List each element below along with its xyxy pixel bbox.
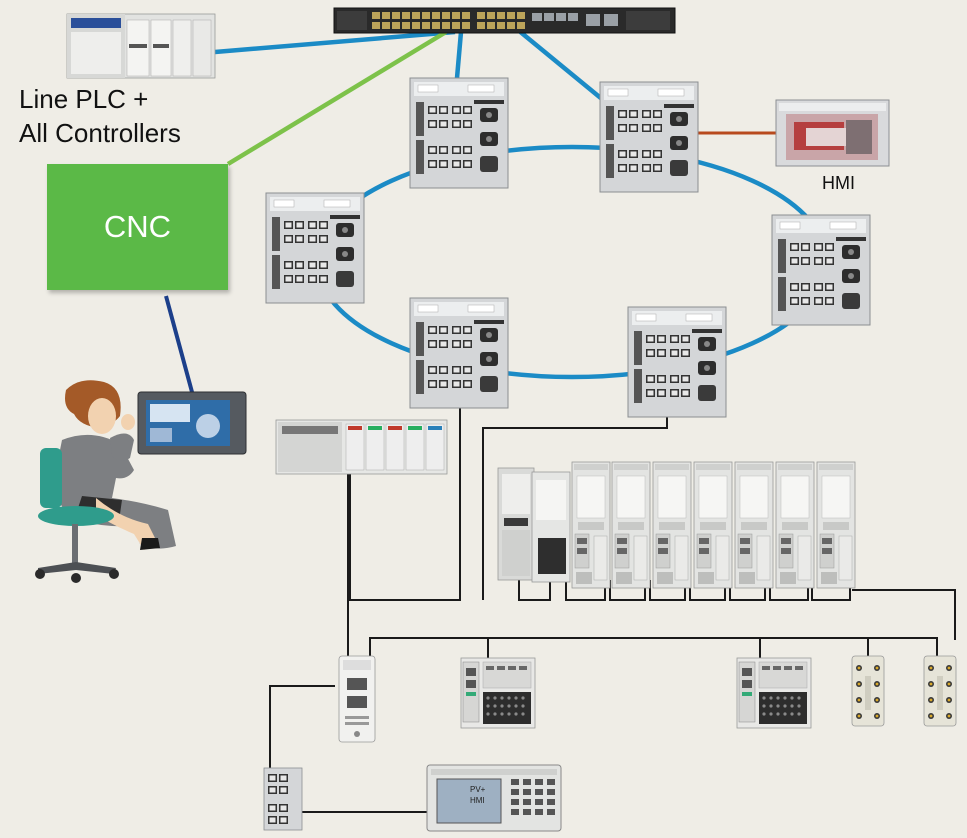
keypad-terminal-icon	[426, 764, 562, 832]
io-module-icon	[851, 655, 885, 727]
operator-icon	[35, 380, 247, 583]
servo-drive-icon	[734, 461, 774, 589]
cnc-box: CNC	[47, 164, 228, 290]
pv-screen-label-line2: HMI	[470, 796, 485, 805]
stratix-switch-icon	[263, 767, 303, 831]
servo-drive-icon	[531, 471, 571, 583]
io-module-icon	[923, 655, 957, 727]
ethernet-switch-icon	[333, 7, 676, 34]
servo-drive-icon	[497, 467, 535, 581]
cnc-link	[226, 30, 448, 166]
plc-rack-icon	[275, 419, 448, 475]
hmi-panel-icon	[775, 99, 890, 167]
stratix-switch-icon	[410, 298, 508, 408]
stratix-switch-icon	[772, 215, 870, 325]
servo-drive-icon	[571, 461, 611, 589]
ethernet-switch-icon	[338, 655, 376, 743]
hmi-label: HMI	[822, 173, 855, 193]
pv-screen-label-line1: PV+	[470, 785, 486, 794]
stratix-switch-icon	[410, 78, 508, 188]
plc-rack-icon	[66, 13, 216, 79]
servo-drive-icon	[775, 461, 815, 589]
io-module-icon	[460, 657, 536, 729]
line-plc-label: Line PLC +	[19, 84, 148, 114]
servo-drive-icon	[652, 461, 692, 589]
servo-drive-icon	[816, 461, 856, 589]
stratix-switch-icon	[266, 193, 364, 303]
servo-drive-icon	[611, 461, 651, 589]
stratix-switch-icon	[600, 82, 698, 192]
device-cables	[269, 396, 956, 813]
io-module-icon	[736, 657, 812, 729]
servo-drive-icon	[693, 461, 733, 589]
operator-link	[164, 295, 194, 393]
all-controllers-label: All Controllers	[19, 118, 181, 148]
cnc-label: CNC	[103, 209, 172, 244]
stratix-switch-icon	[628, 307, 726, 417]
